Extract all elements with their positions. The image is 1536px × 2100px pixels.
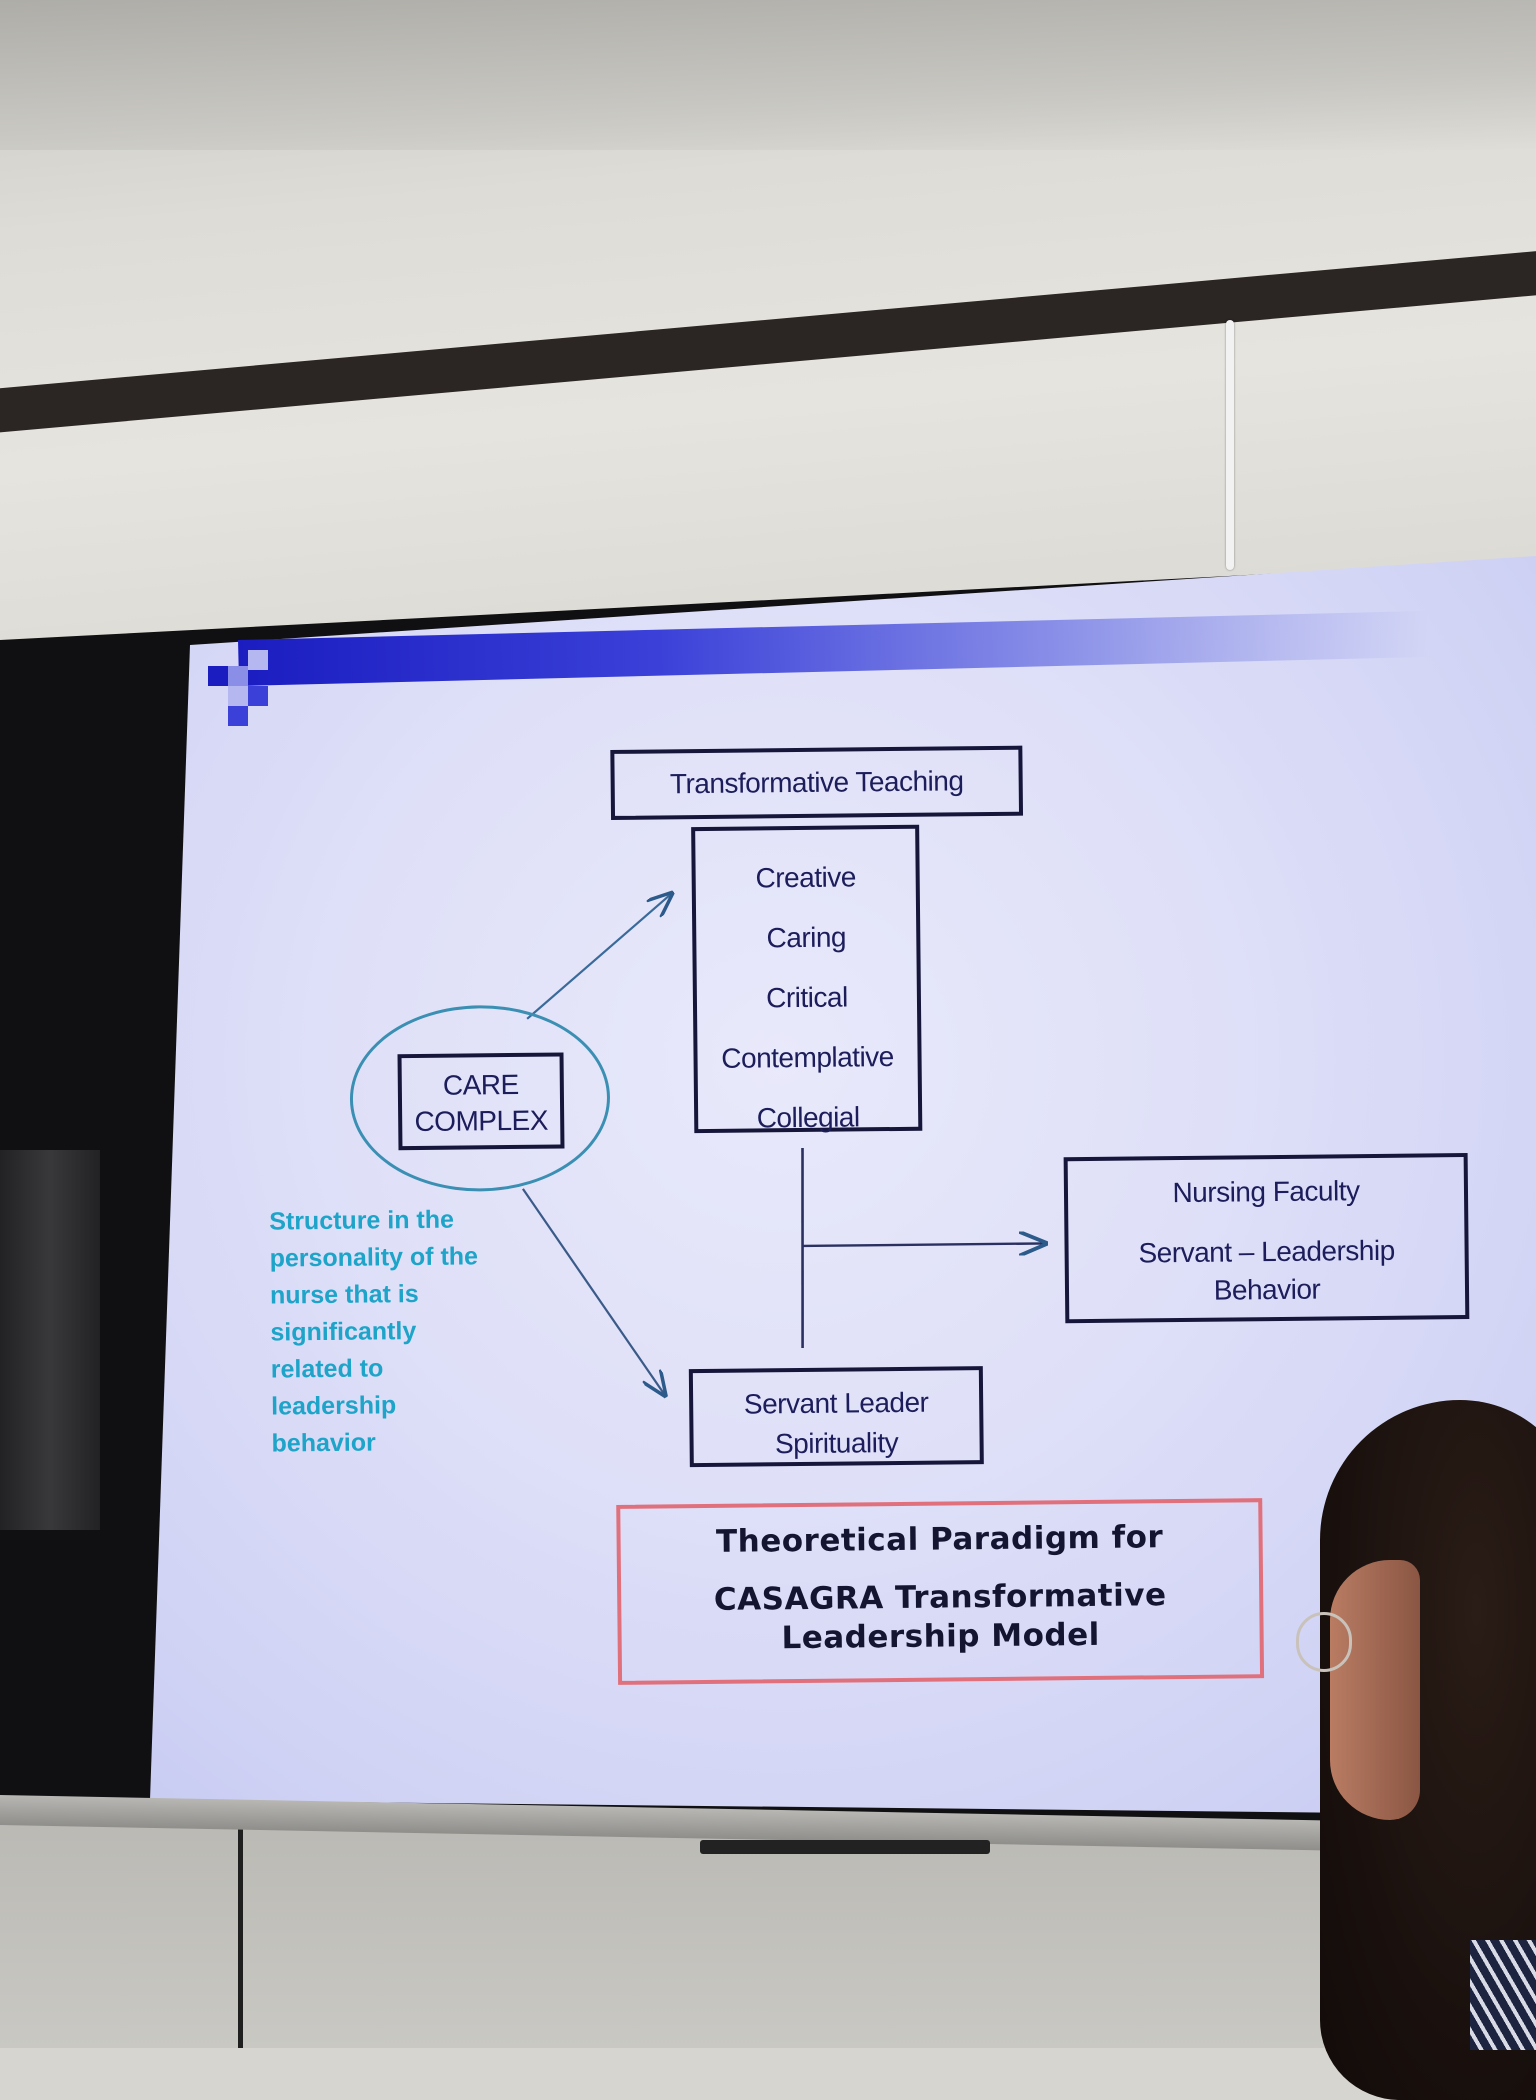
wall-cable (1226, 320, 1234, 570)
structure-note-line: significantly (270, 1317, 417, 1347)
servant-leader-box: Servant Leader Spirituality (688, 1366, 984, 1468)
arrow-to-traits (526, 893, 673, 1020)
model-title-box: Theoretical Paradigm for CASAGRA Transfo… (616, 1498, 1265, 1685)
deco-square (248, 650, 268, 670)
trait-item: Contemplative (721, 1041, 894, 1074)
care-complex-box: CARE COMPLEX (397, 1052, 565, 1151)
vertical-connector (801, 1147, 804, 1348)
traits-box: Creative Caring Critical Contemplative C… (691, 824, 923, 1133)
deco-square (228, 686, 248, 706)
trait-item: Critical (765, 981, 848, 1014)
ceiling-shadow (0, 0, 1536, 150)
servant-leader-line: Spirituality (774, 1426, 899, 1460)
model-title-line: Theoretical Paradigm for (715, 1519, 1164, 1560)
monitor-stand (700, 1840, 990, 1854)
structure-note-line: nurse that is (269, 1280, 419, 1310)
structure-note-line: behavior (271, 1428, 376, 1458)
transformative-teaching-box: Transformative Teaching (610, 745, 1024, 820)
model-title-line: Leadership Model (781, 1616, 1100, 1657)
deco-square (248, 686, 268, 706)
structure-note-line: Structure in the (269, 1205, 455, 1236)
presentation-slide (150, 555, 1536, 1815)
diagram: Transformative Teaching Creative Caring … (269, 745, 1470, 1685)
structure-note-line: related to (270, 1354, 384, 1384)
deco-square (208, 666, 228, 686)
nursing-faculty-line: Nursing Faculty (1172, 1175, 1360, 1209)
transformative-teaching-label: Transformative Teaching (669, 765, 964, 800)
deco-square (228, 666, 248, 686)
person-face (1330, 1560, 1420, 1820)
structure-note-line: leadership (271, 1391, 397, 1421)
deco-square (228, 706, 248, 726)
screen-reflection (0, 1150, 100, 1530)
person-glasses (1296, 1612, 1352, 1672)
care-complex-line: COMPLEX (414, 1104, 549, 1138)
arrow-to-servant-leader (522, 1188, 665, 1396)
trait-item: Collegial (756, 1101, 860, 1134)
trait-item: Caring (766, 921, 847, 954)
nursing-faculty-box: Nursing Faculty Servant – Leadership Beh… (1063, 1153, 1470, 1324)
arrow-to-nursing-faculty (802, 1243, 1046, 1246)
nursing-faculty-line: Servant – Leadership (1138, 1234, 1395, 1269)
trait-item: Creative (755, 861, 856, 894)
structure-note: Structure in the personality of the nurs… (269, 1201, 522, 1463)
person-collar (1470, 1940, 1536, 2050)
model-title-line: CASAGRA Transformative (713, 1577, 1167, 1618)
nursing-faculty-line: Behavior (1213, 1273, 1321, 1306)
floor-cable (238, 1820, 243, 2048)
care-complex-line: CARE (442, 1068, 519, 1101)
structure-note-line: personality of the (269, 1242, 479, 1273)
servant-leader-line: Servant Leader (743, 1386, 929, 1420)
